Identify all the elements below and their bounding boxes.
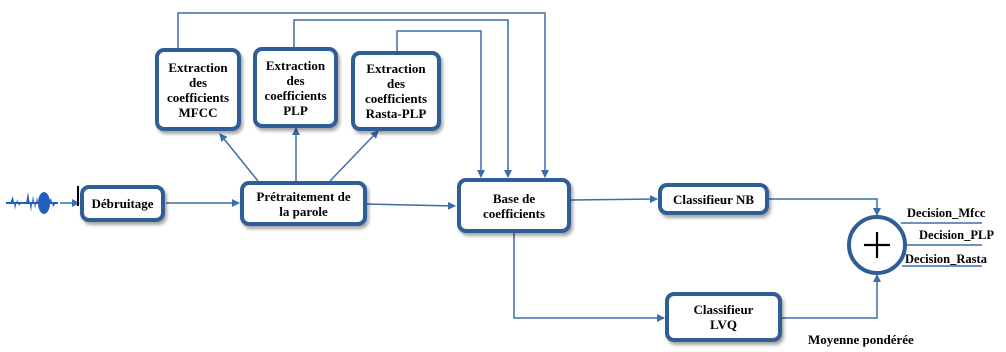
arrow-rasta-to-base [396, 30, 485, 178]
plus-icon [864, 232, 890, 258]
arrow-pretraitement-to-base [366, 201, 456, 210]
node-debruitage[interactable]: Débruitage [80, 185, 165, 222]
label-decision-mfcc: Decision_Mfcc [907, 206, 986, 220]
node-base-coefficients[interactable]: Base de coefficients [457, 178, 571, 233]
arrow-base-to-lvq [513, 233, 665, 322]
arrow-plp-to-base [293, 19, 512, 178]
node-pretraitement[interactable]: Prétraitement de la parole [240, 181, 367, 226]
node-classifieur-lvq[interactable]: Classifieur LVQ [665, 292, 782, 342]
node-extraction-rasta-plp[interactable]: Extraction des coefficients Rasta-PLP [351, 51, 441, 131]
signal-cursor [77, 186, 79, 206]
arrow-nb-to-sum [769, 198, 881, 216]
label-decision-plp: Decision_PLP [919, 228, 994, 242]
speech-waveform-icon [6, 192, 58, 214]
label-moyenne-ponderee: Moyenne pondérée [808, 332, 914, 347]
label-decision-rasta: Decision_Rasta [905, 252, 987, 266]
node-extraction-plp[interactable]: Extraction des coefficients PLP [253, 47, 338, 128]
node-classifieur-nb[interactable]: Classifieur NB [658, 183, 769, 215]
arrow-lvq-to-sum [782, 274, 881, 319]
node-extraction-mfcc[interactable]: Extraction des coefficients MFCC [155, 48, 241, 131]
arrow-mfcc-to-base [177, 12, 549, 178]
arrow-base-to-nb [570, 195, 658, 204]
arrow-pretraitement-to-rasta [329, 130, 379, 182]
arrow-pretraitement-to-mfcc [219, 133, 259, 182]
